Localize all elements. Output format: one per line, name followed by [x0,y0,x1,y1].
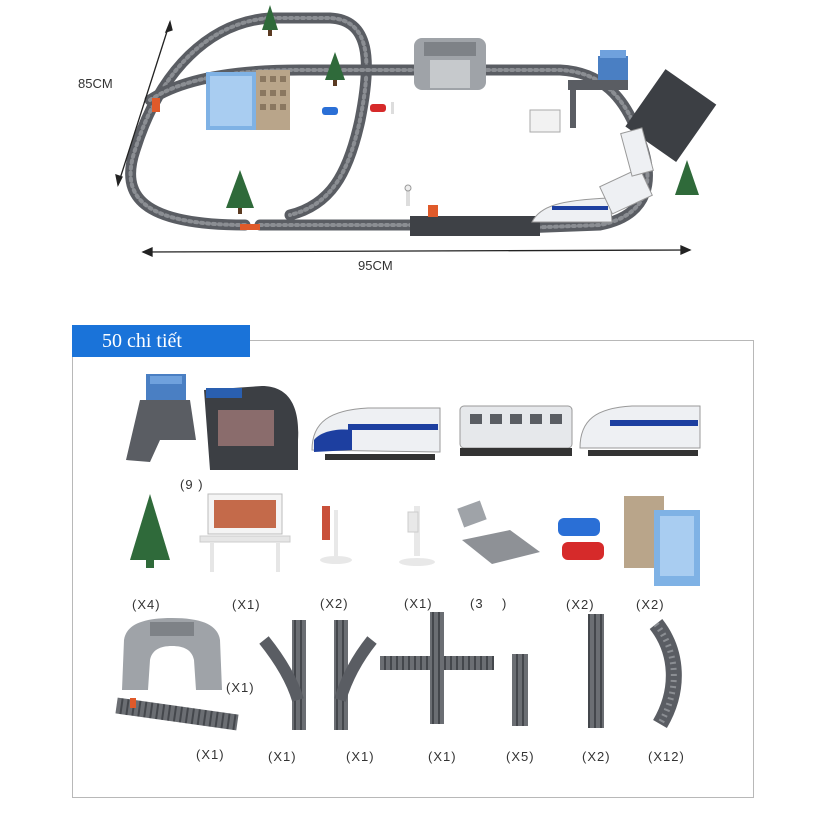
train-assembled [531,127,654,223]
qty-cross-track: (X1) [428,749,457,764]
curve-track-part [649,619,682,729]
cross-track-part [380,612,494,724]
ramp-part [457,500,540,564]
buildings-assembled [206,70,290,130]
tree-part [130,494,170,568]
qty-station: (9 ) [180,477,204,492]
width-dimension-label: 95CM [358,258,393,273]
qty-signal-red: (X2) [320,596,349,611]
switch-left-part [259,620,306,730]
buildings-part [624,496,700,586]
station-part [126,374,299,470]
qty-buildings: (X2) [636,597,665,612]
qty-tree: (X4) [132,597,161,612]
crossing-track-part [115,697,239,731]
qty-short-track: (X5) [506,749,535,764]
height-dimension-label: 85CM [78,76,113,91]
qty-cars: (X2) [566,597,595,612]
qty-ramp: (3 ) [470,596,508,611]
tunnel-part [122,618,222,690]
switch-right-part [334,620,377,730]
dimension-arrows [115,19,692,258]
signal-white-part [399,506,435,566]
qty-straight-track: (X2) [582,749,611,764]
tunnel-assembled [414,38,486,90]
locomotive-rear-part [579,405,701,456]
toy-cars-assembled [322,104,386,115]
short-track-part [512,654,528,726]
qty-signal-white: (X1) [404,596,433,611]
toy-cars-part [558,518,604,560]
station-assembled [529,50,717,163]
straight-track-part [588,614,604,728]
billboard-part [199,493,291,572]
signal-red-part [320,506,352,564]
qty-billboard: (X1) [232,597,261,612]
parts-count-title: 50 chi tiết [72,325,250,357]
trees-assembled [226,5,699,214]
locomotive-front-part [311,407,441,460]
qty-curve-track: (X12) [648,749,685,764]
qty-switch-left: (X1) [268,749,297,764]
qty-crossing-track: (X1) [196,747,225,762]
parts-list-frame [72,340,754,798]
qty-switch-right: (X1) [346,749,375,764]
signals-assembled [152,98,438,230]
qty-tunnel: (X1) [226,680,255,695]
passenger-car-part [459,405,573,456]
